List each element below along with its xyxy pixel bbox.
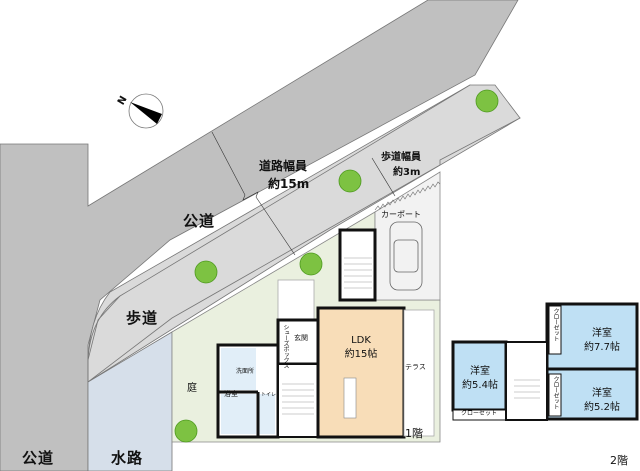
tree-icon bbox=[475, 89, 499, 113]
tree-icon bbox=[194, 260, 218, 284]
ldk-size: 約15帖 bbox=[344, 348, 378, 360]
terrace-label: テラス bbox=[405, 363, 426, 371]
waterway bbox=[87, 331, 173, 471]
tree-icon bbox=[174, 419, 198, 443]
closet-label-bottom: クローゼット bbox=[461, 410, 498, 417]
washroom-label: 洗面所 bbox=[236, 368, 255, 375]
closet-label-upper: クローゼット bbox=[552, 308, 559, 341]
garden-label: 庭 bbox=[187, 383, 197, 394]
road-width-value: 約15m bbox=[268, 177, 310, 191]
ldk-label: LDK 約15帖 bbox=[334, 334, 388, 361]
ldk-room bbox=[316, 306, 406, 439]
tree-icon bbox=[299, 252, 323, 276]
road-width-label: 道路幅員 bbox=[259, 159, 308, 173]
western-room-3: 洋室 約5.2帖 bbox=[584, 388, 620, 413]
tree-icon bbox=[338, 169, 362, 193]
closet-label-lower: クローゼット bbox=[552, 376, 559, 409]
public-road bbox=[0, 0, 519, 471]
sidewalk-label: 歩道 bbox=[126, 309, 159, 327]
public-road-label-top: 公道 bbox=[183, 212, 216, 230]
entrance-label: 玄関 bbox=[294, 334, 308, 342]
waterway-label: 水路 bbox=[111, 449, 144, 467]
floor2-label: 2階 bbox=[610, 454, 628, 467]
western-room-1: 洋室 約7.7帖 bbox=[584, 328, 620, 353]
carport-label: カーポート bbox=[381, 210, 421, 219]
north-arrow-icon bbox=[128, 93, 164, 129]
public-road-label-left: 公道 bbox=[22, 449, 55, 467]
sidewalk-width-label: 歩道幅員 bbox=[381, 152, 421, 163]
bathroom-label: 浴室 bbox=[224, 390, 238, 398]
floor1-label: 1階 bbox=[405, 427, 423, 440]
western-room-2: 洋室 約5.4帖 bbox=[462, 366, 498, 391]
toilet-label: トイレ bbox=[261, 392, 277, 398]
sidewalk-width-value: 約3m bbox=[393, 167, 421, 178]
ldk-name: LDK bbox=[351, 335, 371, 346]
shoe-closet-label: シューズボックス bbox=[282, 324, 289, 368]
